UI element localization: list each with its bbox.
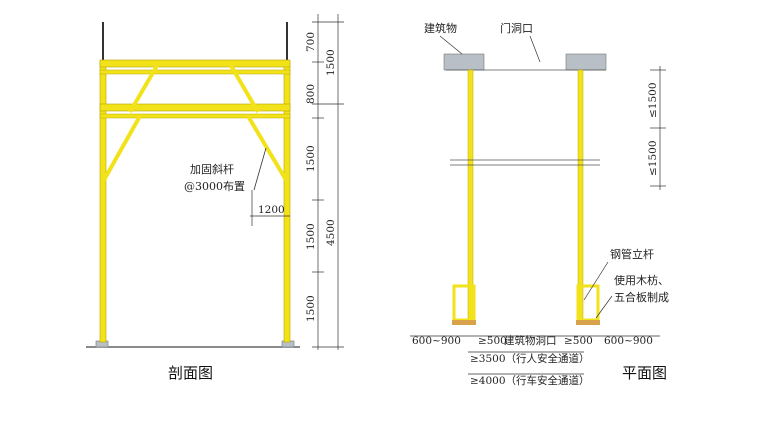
steel-pole-left [467,69,474,321]
pedestrian-dim: ≥3500（行人安全通道） [470,352,590,365]
brace-label-line2: @3000布置 [184,180,245,193]
dim-1500-b: 1500 [305,223,317,250]
doorway-leader [529,35,541,63]
plan-view: 建筑物 门洞口 钢管立杆 使用木枋、 五合板制成 ≤1500 ≤1500 60 [410,21,669,387]
label-wood-line2: 五合板制成 [614,290,669,304]
steel-pole-right [577,69,584,321]
top-deck-beam [99,69,291,75]
dim-1500-a: 1500 [305,145,317,172]
middle-deck [99,103,291,112]
wood-board-left [452,320,476,325]
dim-ticks [312,21,344,348]
dim-1500-c: 1500 [305,295,317,322]
label-wood-line1: 使用木枋、 [614,273,669,287]
dim-700: 700 [305,32,317,52]
label-building: 建筑物 [424,21,457,35]
brace-leader [253,147,267,191]
plan-title: 平面图 [622,364,667,382]
wood-leader [595,295,613,319]
label-doorway: 门洞口 [500,21,533,35]
bottom-ge500-left: ≥500 [478,335,507,347]
x-brace-right [228,62,260,114]
section-title: 剖面图 [168,364,213,382]
section-view: 加固斜杆 @3000布置 1200 700 800 1500 1500 1500… [86,14,344,382]
building-wall-left [443,53,485,71]
middle-deck-beam [99,113,291,119]
knee-brace-left [102,115,142,181]
bottom-ge500-right: ≥500 [564,335,593,347]
building-leader [439,35,463,55]
building-wall-right [565,53,607,71]
label-steel-pole: 钢管立杆 [610,247,654,261]
steel-pole-leader [583,261,609,301]
plan-dim-1500-a: ≤1500 [647,82,659,118]
dim-total-4500: 4500 [325,219,337,246]
wood-board-right [576,320,600,325]
dim-total-1500: 1500 [325,49,337,76]
dim-800: 800 [305,84,317,104]
knee-brace-right [246,114,288,182]
top-deck [99,59,291,68]
plan-dim-1500-b: ≤1500 [647,140,659,176]
x-brace-left [128,62,160,114]
bottom-center-dim: 建筑物洞口 [504,334,557,347]
bottom-right-dim: 600~900 [604,335,653,347]
dim-1200: 1200 [258,204,285,216]
brace-label-line1: 加固斜杆 [190,162,234,176]
vehicle-dim: ≥4000（行车安全通道） [470,374,590,387]
bottom-left-dim: 600~900 [412,335,461,347]
plan-dim-ticks [650,69,666,187]
